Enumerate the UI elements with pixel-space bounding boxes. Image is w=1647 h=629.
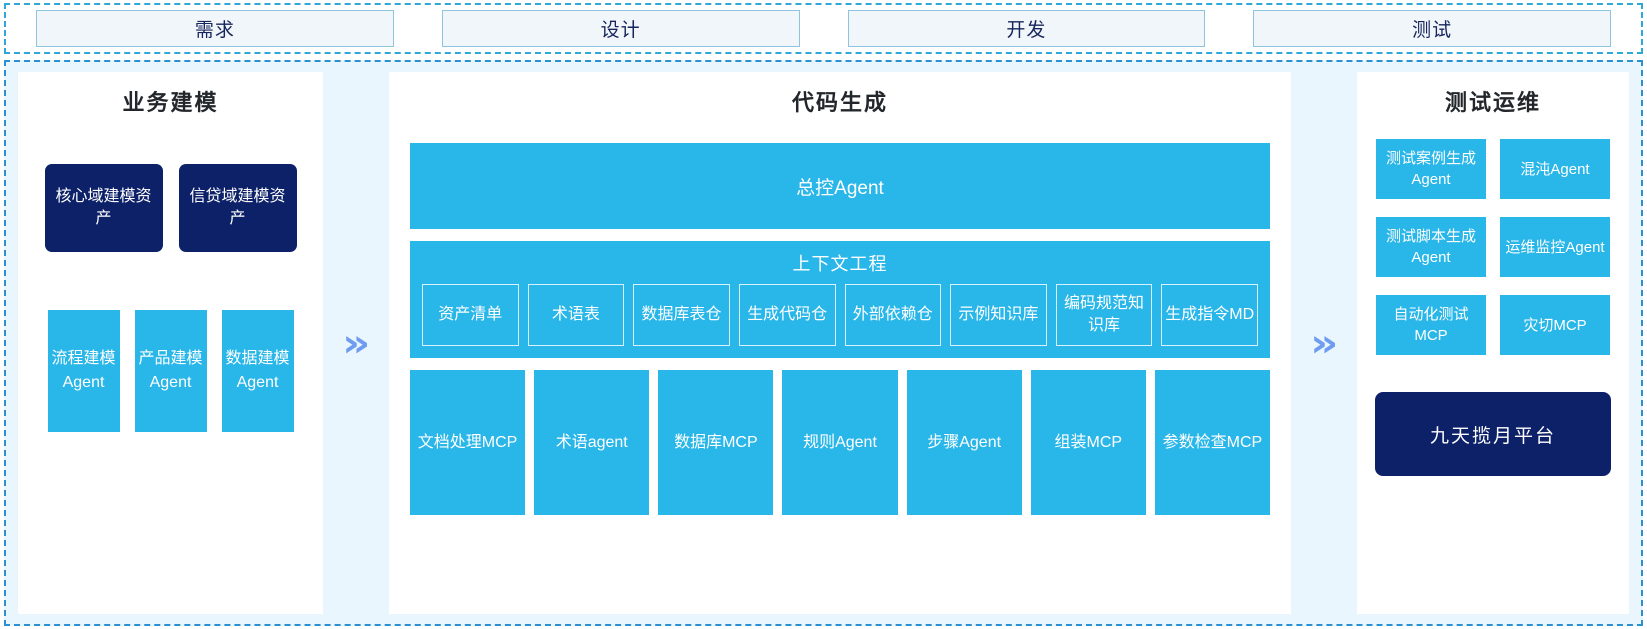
context-item-external-dependency-repo[interactable]: 外部依赖仓 — [844, 284, 942, 346]
phase-tab-design[interactable]: 设计 — [441, 10, 800, 47]
control-agent-bar[interactable]: 总控Agent — [410, 143, 1270, 229]
context-item-example-knowledge-base[interactable]: 示例知识库 — [950, 284, 1047, 346]
double-chevron-right-icon: » — [341, 321, 371, 365]
phase-tab-requirements[interactable]: 需求 — [36, 10, 394, 47]
architecture-body: 业务建模 核心域建模资产 信贷域建模资产 流程建模Agent 产品建模Agent… — [4, 60, 1643, 626]
phase-tab-development[interactable]: 开发 — [847, 10, 1206, 47]
flow-arrow-left: » — [323, 72, 389, 614]
modeling-agent-data[interactable]: 数据建模Agent — [221, 310, 294, 432]
ops-card-test-case-generation-agent[interactable]: 测试案例生成Agent — [1376, 139, 1486, 199]
architecture-columns: 业务建模 核心域建模资产 信贷域建模资产 流程建模Agent 产品建模Agent… — [18, 72, 1629, 614]
ops-card-operations-monitoring-agent[interactable]: 运维监控Agent — [1500, 217, 1610, 277]
tool-card-database-mcp[interactable]: 数据库MCP — [658, 370, 774, 515]
flow-arrow-right: » — [1291, 72, 1357, 614]
platform-card-jiutian-lanyue[interactable]: 九天揽月平台 — [1375, 392, 1611, 476]
test-ops-card-grid: 测试案例生成Agent 混沌Agent 测试脚本生成Agent 运维监控Agen… — [1376, 139, 1610, 355]
asset-card-credit-domain[interactable]: 信贷域建模资产 — [178, 164, 297, 252]
asset-card-core-domain[interactable]: 核心域建模资产 — [44, 164, 163, 252]
context-item-db-table-repo[interactable]: 数据库表仓 — [633, 284, 730, 346]
panel-title-test-operations: 测试运维 — [1444, 90, 1541, 115]
context-engineering-title: 上下文工程 — [792, 254, 888, 274]
modeling-agent-row: 流程建模Agent 产品建模Agent 数据建模Agent — [47, 310, 294, 432]
panel-title-business-modeling: 业务建模 — [122, 90, 219, 115]
tool-card-assembly-mcp[interactable]: 组装MCP — [1030, 370, 1146, 515]
context-item-asset-list[interactable]: 资产清单 — [422, 284, 519, 346]
panel-test-operations: 测试运维 测试案例生成Agent 混沌Agent 测试脚本生成Agent 运维监… — [1357, 72, 1629, 614]
tool-cards-row: 文档处理MCP 术语agent 数据库MCP 规则Agent 步骤Agent 组… — [410, 370, 1270, 515]
panel-business-modeling: 业务建模 核心域建模资产 信贷域建模资产 流程建模Agent 产品建模Agent… — [18, 72, 323, 614]
business-asset-row: 核心域建模资产 信贷域建模资产 — [44, 164, 297, 252]
phase-strip: 需求 设计 开发 测试 — [4, 3, 1643, 54]
tool-card-document-processing-mcp[interactable]: 文档处理MCP — [410, 370, 526, 515]
context-item-generated-code-repo[interactable]: 生成代码仓 — [738, 284, 836, 346]
modeling-agent-process[interactable]: 流程建模Agent — [47, 310, 120, 432]
ops-card-automated-testing-mcp[interactable]: 自动化测试MCP — [1376, 295, 1486, 355]
tool-card-step-agent[interactable]: 步骤Agent — [906, 370, 1022, 515]
context-item-glossary[interactable]: 术语表 — [527, 284, 625, 346]
ops-card-test-script-generation-agent[interactable]: 测试脚本生成Agent — [1376, 217, 1486, 277]
tool-card-parameter-check-mcp[interactable]: 参数检查MCP — [1154, 370, 1270, 515]
double-chevron-right-icon: » — [1309, 321, 1339, 365]
tool-card-rule-agent[interactable]: 规则Agent — [782, 370, 898, 515]
context-items-row: 资产清单 术语表 数据库表仓 生成代码仓 外部依赖仓 示例知识库 编码规范知识库… — [422, 284, 1258, 346]
modeling-agent-product[interactable]: 产品建模Agent — [134, 310, 207, 432]
context-item-generation-instruction-md[interactable]: 生成指令MD — [1161, 284, 1258, 346]
context-engineering-block: 上下文工程 资产清单 术语表 数据库表仓 生成代码仓 外部依赖仓 示例知识库 编… — [410, 241, 1270, 358]
context-item-coding-standard-knowledge-base[interactable]: 编码规范知识库 — [1055, 284, 1153, 346]
tool-card-glossary-agent[interactable]: 术语agent — [534, 370, 650, 515]
phase-tab-testing[interactable]: 测试 — [1253, 10, 1611, 47]
panel-code-generation: 代码生成 总控Agent 上下文工程 资产清单 术语表 数据库表仓 生成代码仓 … — [389, 72, 1291, 614]
ops-card-chaos-agent[interactable]: 混沌Agent — [1500, 139, 1610, 199]
ops-card-disaster-recovery-mcp[interactable]: 灾切MCP — [1500, 295, 1610, 355]
code-generation-stack: 总控Agent 上下文工程 资产清单 术语表 数据库表仓 生成代码仓 外部依赖仓… — [389, 143, 1291, 515]
panel-title-code-generation: 代码生成 — [791, 90, 888, 115]
